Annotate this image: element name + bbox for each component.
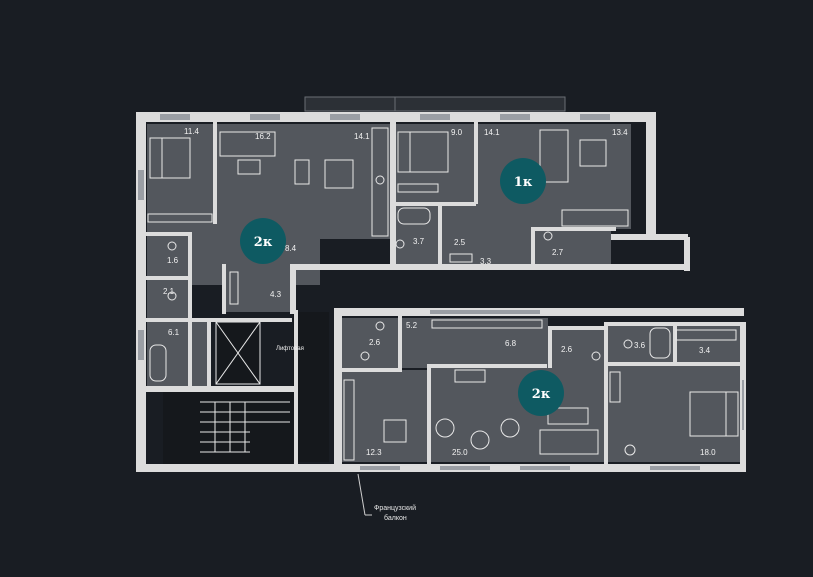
area-label: 9.0 xyxy=(451,128,463,137)
area-labels: 11.4 16.2 14.1 9.0 14.1 13.4 8.4 1.6 3.7… xyxy=(163,127,716,457)
bathtub-icon xyxy=(397,207,431,225)
room-storage-4-3[interactable] xyxy=(222,268,292,312)
area-label: 14.1 xyxy=(354,132,370,141)
core xyxy=(163,312,329,464)
room-hall-3-3[interactable] xyxy=(441,204,531,264)
area-label: 18.0 xyxy=(700,448,716,457)
area-label: 6.1 xyxy=(168,328,180,337)
room-closet-3-4[interactable] xyxy=(673,325,741,365)
badge-label: 1к xyxy=(514,175,533,190)
area-label: 3.4 xyxy=(699,346,711,355)
balcony-label-line1: Французский xyxy=(374,504,416,512)
area-label: 2.6 xyxy=(369,338,381,347)
bathtub-icon xyxy=(649,327,671,359)
upper-block xyxy=(147,124,631,386)
area-label: 8.4 xyxy=(285,244,297,253)
sofa-icon xyxy=(539,429,599,455)
area-label: 2.1 xyxy=(163,287,175,296)
dining-table-icon xyxy=(383,419,407,443)
room-wc-1-6[interactable] xyxy=(147,234,189,276)
area-label: 13.4 xyxy=(612,128,628,137)
area-label: 12.3 xyxy=(366,448,382,457)
room-bedroom-11-4[interactable] xyxy=(147,124,215,234)
area-label: 3.7 xyxy=(413,237,425,246)
area-label: 1.6 xyxy=(167,256,179,265)
area-label: 11.4 xyxy=(184,127,200,136)
badge-label: 2к xyxy=(254,235,273,250)
furniture xyxy=(147,127,739,461)
toilet-icon xyxy=(167,241,177,251)
balcony-label-line2: балкон xyxy=(384,514,407,522)
room-bath-3-7[interactable] xyxy=(396,204,441,264)
area-label: 2.5 xyxy=(454,238,466,247)
chair-icon xyxy=(470,430,490,450)
apartment-badge-left[interactable]: 2к xyxy=(240,218,286,264)
bathtub-icon xyxy=(149,344,167,382)
room-wc-2-7[interactable] xyxy=(531,229,611,267)
staircase xyxy=(163,392,293,464)
area-label: 3.6 xyxy=(634,341,646,350)
apartment-badge-top-right[interactable]: 1к xyxy=(500,158,546,204)
apartment-badge-bottom[interactable]: 2к xyxy=(518,370,564,416)
badge-label: 2к xyxy=(532,387,551,402)
dining-table-icon xyxy=(324,159,354,189)
room-living-16-2[interactable] xyxy=(215,124,390,239)
lower-block xyxy=(342,318,741,462)
area-label: 4.3 xyxy=(270,290,282,299)
dining-table-icon xyxy=(579,139,607,167)
area-label: 2.6 xyxy=(561,345,573,354)
french-balcony-callout: Французский балкон xyxy=(357,473,416,522)
room-hall-6-8[interactable] xyxy=(398,318,548,368)
top-balcony xyxy=(304,96,566,112)
room-wc-2-6a[interactable] xyxy=(342,318,398,370)
room-bedroom-9-0[interactable] xyxy=(396,124,476,204)
toilet-icon xyxy=(591,351,601,361)
windows xyxy=(138,114,744,470)
area-label: 6.8 xyxy=(505,339,517,348)
sofa-icon xyxy=(219,131,276,157)
area-label: 3.3 xyxy=(480,257,492,266)
area-label: 14.1 xyxy=(484,128,500,137)
elevator-lobby-label: Лифтовая xyxy=(276,346,304,352)
toilet-icon xyxy=(375,321,385,331)
area-label: 25.0 xyxy=(452,448,468,457)
stairs-steps xyxy=(200,401,290,453)
room-wc-2-6b[interactable] xyxy=(548,330,608,368)
area-label: 16.2 xyxy=(255,132,271,141)
area-label: 2.7 xyxy=(552,248,564,257)
elevator-shaft xyxy=(215,321,261,385)
area-label: 5.2 xyxy=(406,321,418,330)
sofa-icon xyxy=(539,129,569,183)
room-kitchen-12-3[interactable] xyxy=(342,370,427,462)
room-bath-2-1[interactable] xyxy=(147,278,189,320)
room-bath-6-1[interactable] xyxy=(147,320,207,386)
room-living-25-0[interactable] xyxy=(427,368,605,462)
